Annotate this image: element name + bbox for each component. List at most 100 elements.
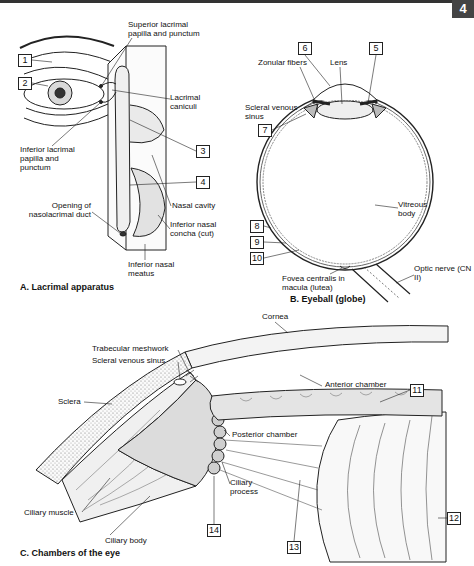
leader-line — [264, 242, 286, 243]
part-label: Opening of nasolacrimal duct — [15, 201, 91, 219]
callout-box: 7 — [258, 124, 272, 137]
callout-number: 8 — [254, 222, 259, 231]
trabecular-meshwork — [186, 370, 198, 382]
chapter-number: 4 — [455, 1, 471, 17]
part-label: Zonular fibers — [258, 58, 318, 67]
eyelid-fold — [22, 52, 112, 62]
part-label: Inferior lacrimal papilla and punctum — [20, 145, 86, 172]
callout-number: 13 — [289, 543, 299, 552]
leader-line — [32, 60, 52, 62]
callout-box: 4 — [196, 176, 210, 189]
leader-line — [214, 476, 215, 524]
callout-box: 3 — [196, 145, 210, 158]
canaliculus — [101, 92, 116, 102]
callout-box: 14 — [207, 524, 221, 537]
leader-line — [178, 362, 180, 379]
callout-box: 11 — [410, 384, 424, 397]
part-label: Inferior nasal concha (cut) — [170, 220, 232, 238]
part-label: Inferior nasal meatus — [128, 260, 186, 278]
leader-line — [82, 478, 110, 512]
leader-line — [145, 244, 146, 260]
leader-line — [264, 226, 271, 228]
callout-number: 6 — [302, 44, 307, 53]
part-label: Optic nerve (CN II) — [414, 264, 472, 282]
panel-caption: C. Chambers of the eye — [20, 548, 180, 558]
eye-chambers — [36, 326, 448, 562]
eyeball — [257, 84, 433, 302]
zonular-fibers — [220, 440, 322, 510]
central-artery — [364, 267, 399, 298]
callout-number: 14 — [209, 526, 219, 535]
leader-line — [152, 155, 171, 206]
part-label: Lens — [330, 58, 360, 67]
iris — [210, 389, 442, 420]
callout-number: 11 — [412, 386, 421, 395]
leader-line — [294, 480, 300, 541]
callout-box: 1 — [18, 54, 32, 67]
part-label: Cornea — [262, 312, 312, 321]
retina — [263, 100, 427, 264]
leader-line — [264, 250, 299, 258]
part-label: Sclera — [58, 397, 98, 406]
duct-opening — [120, 232, 126, 236]
part-label: Ciliary body — [105, 536, 175, 545]
part-label: Trabecular meshwork — [92, 344, 182, 353]
leader-line — [92, 212, 120, 233]
inferior-concha — [131, 168, 165, 236]
callout-box: 9 — [250, 236, 264, 249]
venous-sinus — [375, 101, 377, 103]
part-label: Ciliary process — [230, 478, 274, 496]
callout-number: 7 — [262, 126, 267, 135]
leader-line — [112, 90, 170, 99]
cornea — [185, 326, 448, 368]
callout-box: 8 — [250, 220, 264, 233]
lower-eyelid — [26, 104, 108, 115]
leader-line — [438, 518, 447, 519]
iris — [48, 81, 72, 105]
leader-line — [330, 268, 342, 274]
callout-number: 4 — [200, 178, 205, 187]
callout-box: 13 — [287, 541, 301, 554]
callout-number: 12 — [449, 514, 459, 523]
ciliary-process — [208, 462, 220, 474]
leader-line — [300, 67, 318, 108]
part-label: Fovea centralis in macula (lutea) — [282, 274, 358, 292]
callout-number: 2 — [22, 79, 27, 88]
panel-caption: A. Lacrimal apparatus — [20, 282, 170, 292]
ciliary-body — [118, 380, 218, 486]
pupil — [55, 88, 65, 98]
leader-line — [300, 375, 322, 386]
venous-sinus — [174, 379, 186, 385]
part-label: Nasal cavity — [172, 201, 232, 210]
leader-line — [102, 38, 132, 85]
leader-line — [340, 67, 342, 104]
leader-lines-c — [82, 322, 447, 541]
part-label: Superior lacrimal papilla and punctum — [128, 20, 213, 38]
zonular-fibers — [316, 108, 374, 112]
callout-box: 5 — [369, 42, 383, 55]
header-rule — [0, 0, 452, 3]
callout-box: 12 — [447, 512, 461, 525]
callout-number: 1 — [22, 56, 27, 65]
callout-number: 3 — [200, 147, 205, 156]
leader-line — [305, 55, 330, 86]
leader-line — [222, 462, 230, 484]
sclera — [257, 94, 433, 270]
leader-line — [396, 275, 414, 283]
iris — [313, 101, 377, 104]
part-label: Lacrimal caniculi — [170, 93, 218, 111]
nasal-wall — [108, 46, 166, 250]
part-label: Scleral venous sinus — [245, 103, 305, 121]
iris-crypts — [240, 392, 407, 401]
callout-box: 2 — [18, 77, 32, 90]
leader-line — [368, 55, 376, 103]
callout-box: 6 — [298, 42, 312, 55]
callout-number: 9 — [254, 238, 259, 247]
part-label: Vitreous body — [398, 200, 438, 218]
part-label: Scleral venous sinus — [92, 356, 182, 365]
leader-line — [375, 205, 398, 208]
leader-line — [158, 215, 170, 229]
lens-layers — [348, 416, 433, 560]
leader-line — [380, 390, 410, 402]
